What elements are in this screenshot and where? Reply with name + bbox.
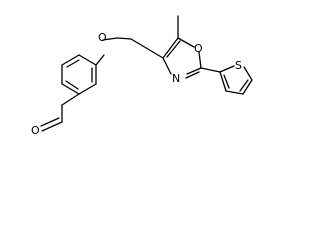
bond-ether-oxygen-to-ch2 — [102, 37, 118, 41]
bond — [61, 54, 80, 66]
bond — [242, 79, 253, 95]
bond-aldehyde-c-o — [41, 121, 63, 132]
bond — [162, 37, 179, 59]
bond — [198, 51, 202, 69]
benzene-ring — [61, 54, 97, 95]
bond — [78, 54, 97, 66]
double-bond-inner — [66, 59, 80, 68]
oxazole-ring — [162, 37, 202, 79]
bond — [78, 83, 97, 95]
aldehyde-oxygen-label: O — [31, 124, 40, 137]
bond — [162, 57, 172, 75]
double-bond-inner — [223, 74, 230, 89]
bond-ring-to-aldehyde-carbon — [61, 93, 80, 106]
bond — [225, 90, 244, 95]
double-bond-inner — [239, 79, 249, 92]
bond — [243, 66, 253, 81]
thiophene-ring — [219, 65, 253, 95]
bond-ch2-ch2 — [116, 37, 132, 40]
bond-oxazole-to-thiophene — [200, 67, 221, 73]
chemical-structure-diagram: O O N S O — [31, 15, 253, 137]
double-bond-inner — [40, 117, 60, 127]
double-bond-inner — [65, 80, 79, 90]
bond-ring-to-ether-oxygen — [95, 54, 105, 66]
bond-ch2-to-oxazole — [130, 38, 164, 59]
ether-oxygen-label: O — [98, 31, 107, 44]
bond — [186, 67, 202, 75]
bond — [219, 65, 235, 73]
bond — [219, 71, 227, 92]
bond — [177, 37, 195, 48]
oxazole-nitrogen-label: N — [172, 72, 180, 85]
double-bond-inner — [185, 71, 200, 79]
bond — [61, 83, 80, 95]
oxazole-oxygen-label: O — [194, 42, 203, 55]
double-bond-inner — [166, 40, 181, 58]
thiophene-sulfur-label: S — [235, 59, 242, 72]
